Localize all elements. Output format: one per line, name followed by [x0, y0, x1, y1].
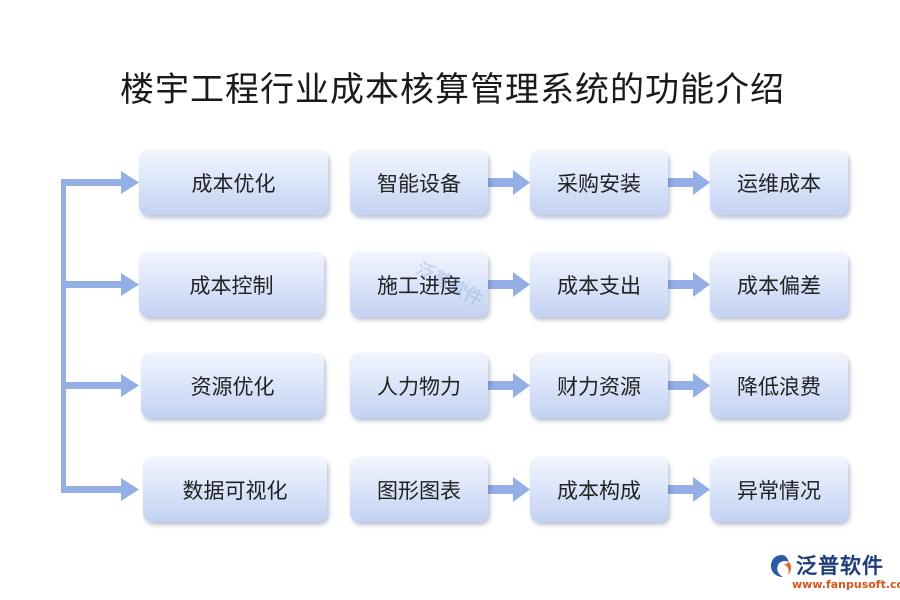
- brand-logo: 泛普软件 www.fanpusoft.com: [768, 550, 900, 594]
- trunk-line: [61, 180, 66, 493]
- node-operation-cost: 运维成本: [710, 150, 848, 215]
- node-anomalies: 异常情况: [710, 457, 848, 522]
- arrow-r4-c3: [668, 477, 710, 502]
- arrow-r3-c2: [488, 373, 530, 398]
- node-cost-composition: 成本构成: [530, 457, 668, 522]
- arrow-r2-c3: [668, 272, 710, 297]
- branch-arrow-row-4: [61, 478, 139, 501]
- fanpu-logo-icon: [771, 555, 792, 577]
- node-procurement-installation: 采购安装: [530, 150, 668, 215]
- branch-arrow-row-1: [61, 171, 139, 194]
- node-financial-resources: 财力资源: [530, 353, 668, 418]
- node-resource-optimization: 资源优化: [141, 353, 324, 418]
- arrow-r1-c2: [488, 170, 530, 195]
- branch-arrow-row-3: [61, 374, 139, 397]
- node-data-visualization: 数据可视化: [143, 457, 327, 522]
- node-reduce-waste: 降低浪费: [710, 353, 848, 418]
- logo-url: www.fanpusoft.com: [792, 578, 900, 591]
- node-graphs-charts: 图形图表: [350, 457, 488, 522]
- node-cost-optimization: 成本优化: [139, 150, 328, 215]
- branch-arrow-row-2: [61, 273, 139, 296]
- arrow-r3-c3: [668, 373, 710, 398]
- node-cost-control: 成本控制: [139, 252, 324, 317]
- arrow-r4-c2: [488, 477, 530, 502]
- node-smart-equipment: 智能设备: [350, 150, 488, 215]
- node-construction-progress: 施工进度: [350, 252, 488, 317]
- node-cost-expenditure: 成本支出: [530, 252, 668, 317]
- logo-name: 泛普软件: [796, 554, 884, 578]
- node-cost-deviation: 成本偏差: [710, 252, 848, 317]
- arrow-r2-c2: [488, 272, 530, 297]
- node-manpower-material: 人力物力: [350, 353, 488, 418]
- arrow-r1-c3: [668, 170, 710, 195]
- page-title: 楼宇工程行业成本核算管理系统的功能介绍: [120, 70, 785, 110]
